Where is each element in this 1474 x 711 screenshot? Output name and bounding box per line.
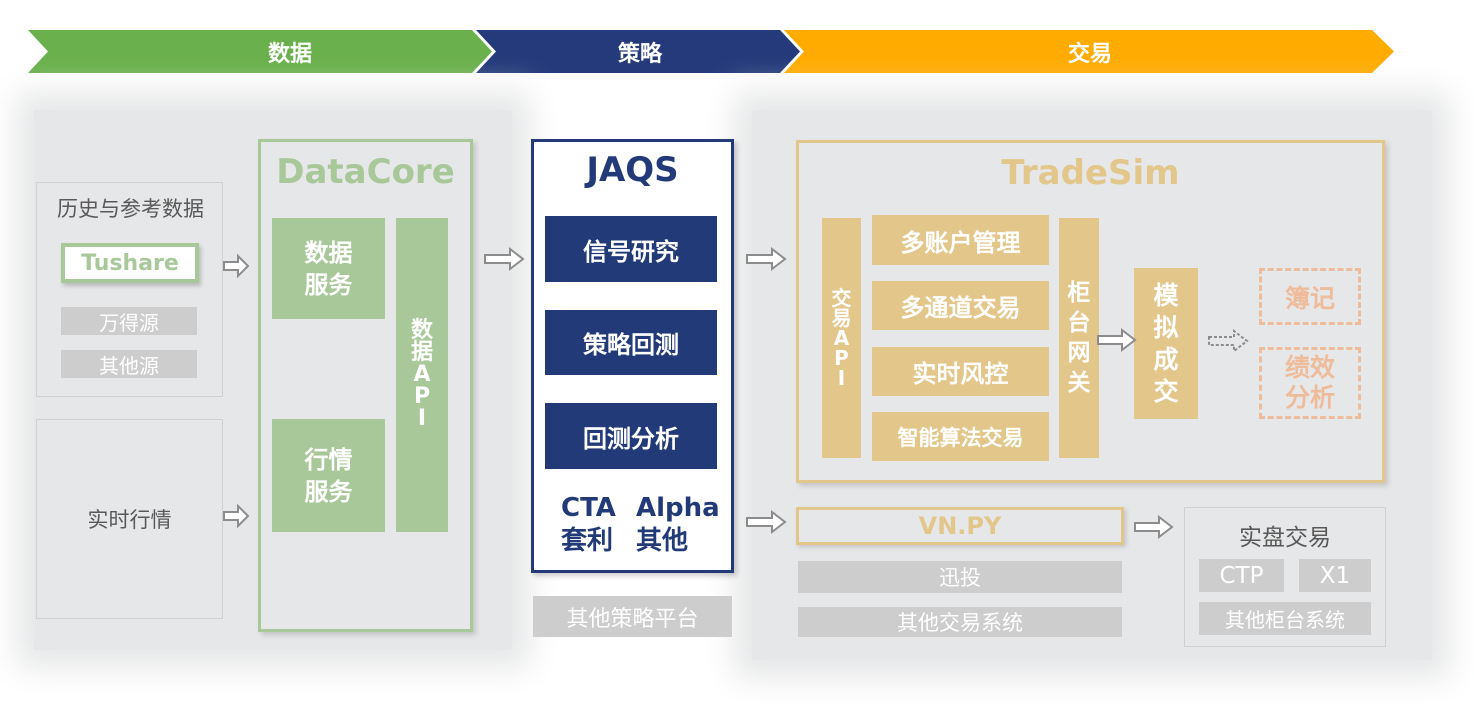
band-data-shape (28, 30, 492, 73)
market-service-line-1: 行情 (304, 445, 353, 474)
band-data: 数据 (60, 30, 520, 73)
multi-channel-box: 多通道交易 (872, 281, 1049, 330)
arrow-vnpy-to-live (1134, 514, 1174, 540)
arrow-gateway-to-sim (1097, 327, 1137, 353)
wind-source-box: 万得源 (61, 307, 197, 335)
perf-line-1: 绩效 (1284, 353, 1335, 382)
data-service-line-2: 服务 (304, 270, 353, 299)
other-counter-system-box: 其他柜台系统 (1199, 602, 1371, 635)
band-trade: 交易 (800, 30, 1380, 73)
trade-api-char: 交 (831, 286, 852, 310)
arrow-hist-to-datacore (223, 253, 250, 279)
data-api-char: 数 (410, 318, 433, 343)
tradesim-title: TradeSim (1001, 153, 1180, 193)
xuntou-box: 迅投 (798, 561, 1122, 593)
data-service-line-1: 数据 (304, 238, 353, 267)
live-trading-panel: 实盘交易 (1184, 507, 1386, 647)
gateway-char: 关 (1067, 370, 1091, 396)
vnpy-box: VN.PY (796, 507, 1124, 545)
arrow-realtime-to-datacore (223, 503, 250, 529)
sim-match-char: 交 (1153, 376, 1179, 406)
other-trade-system-box: 其他交易系统 (798, 607, 1122, 637)
tradesim-panel: TradeSim (796, 140, 1385, 483)
data-api-char: A (413, 362, 431, 387)
band-strategy-label: 策略 (617, 41, 662, 67)
arrow-jaqs-to-vnpy (746, 509, 787, 535)
band-trade-shape (784, 30, 1394, 73)
data-api-char: 据 (410, 340, 433, 365)
sim-match-char: 拟 (1153, 312, 1179, 342)
datacore-title: DataCore (276, 152, 455, 192)
live-trading-title: 实盘交易 (1239, 525, 1331, 551)
trade-api-char: 易 (831, 306, 852, 330)
trade-api-char: P (834, 346, 849, 370)
strategy-backtest-box: 策略回测 (545, 310, 717, 375)
trade-api-box: 交 易 A P I (822, 218, 861, 458)
historical-data-title: 历史与参考数据 (57, 197, 204, 221)
backtest-analysis-box: 回测分析 (545, 403, 717, 469)
arbitrage-text: 套利 (561, 526, 614, 556)
multi-account-box: 多账户管理 (872, 215, 1049, 265)
ledger-box: 簿记 (1259, 268, 1361, 325)
band-trade-label: 交易 (1067, 41, 1112, 67)
algo-trading-box: 智能算法交易 (872, 412, 1049, 461)
sim-match-char: 成 (1153, 344, 1179, 374)
gateway-char: 柜 (1067, 280, 1091, 306)
process-band-shapes (28, 30, 1394, 73)
x1-box: X1 (1299, 559, 1371, 592)
performance-analysis-box: 绩效 分析 (1259, 347, 1361, 419)
band-data-label: 数据 (267, 41, 312, 67)
band-strategy-shape (476, 30, 800, 73)
gateway-char: 台 (1067, 310, 1091, 336)
sim-match-char: 模 (1153, 280, 1179, 310)
ctp-box: CTP (1199, 559, 1284, 592)
historical-data-panel: 历史与参考数据 Tushare 万得源 其他源 (36, 182, 223, 397)
data-api-char: P (413, 384, 431, 409)
alpha-other-label: Alpha 其他 (636, 492, 726, 558)
other-strategy-platform-box: 其他策略平台 (533, 596, 732, 637)
gateway-char: 网 (1067, 340, 1091, 366)
market-service-line-2: 服务 (304, 477, 353, 506)
other-text: 其他 (636, 526, 689, 556)
cta-text: CTA (561, 493, 616, 523)
counter-gateway-box: 柜 台 网 关 (1059, 218, 1099, 458)
arrow-datacore-to-jaqs (484, 246, 525, 272)
data-service-box: 数据 服务 (272, 218, 385, 319)
trade-api-char: A (833, 326, 850, 350)
alpha-text: Alpha (636, 493, 720, 523)
tushare-box: Tushare (61, 243, 199, 283)
other-source-box: 其他源 (61, 350, 197, 378)
realtime-market-box: 实时行情 (36, 419, 223, 619)
sim-match-box: 模 拟 成 交 (1134, 268, 1198, 419)
datacore-panel: DataCore (258, 139, 473, 632)
data-api-box: 数 据 A P I (396, 218, 448, 532)
band-strategy: 策略 (490, 30, 790, 73)
arrow-jaqs-to-tradesim (746, 246, 787, 272)
signal-research-box: 信号研究 (545, 216, 717, 282)
market-service-box: 行情 服务 (272, 419, 385, 532)
jaqs-title: JAQS (586, 150, 679, 190)
arrow-sim-to-ledger-dashed (1208, 328, 1249, 354)
perf-line-2: 分析 (1284, 383, 1335, 412)
risk-control-box: 实时风控 (872, 347, 1049, 396)
trade-api-char: I (837, 366, 846, 390)
data-api-char: I (417, 406, 427, 431)
cta-arbitrage-label: CTA 套利 (561, 492, 631, 558)
